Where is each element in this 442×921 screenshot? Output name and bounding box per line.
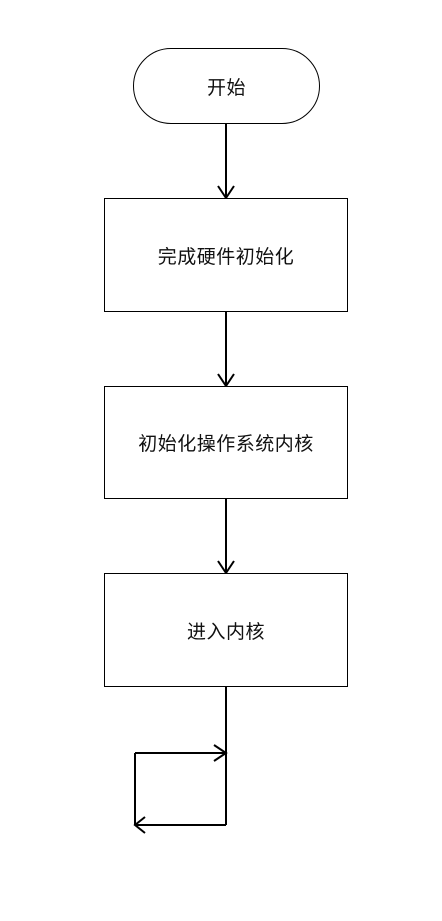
edge-enter-kernel-loop xyxy=(133,687,228,834)
edge-hw-init-to-os-init xyxy=(217,312,235,388)
edge-os-init-to-enter-kernel xyxy=(217,499,235,575)
edge-start-to-hw-init xyxy=(217,124,235,200)
hardware-init-node: 完成硬件初始化 xyxy=(104,198,348,312)
start-node: 开始 xyxy=(133,48,320,124)
enter-kernel-node: 进入内核 xyxy=(104,573,348,687)
kernel-init-node: 初始化操作系统内核 xyxy=(104,386,348,499)
